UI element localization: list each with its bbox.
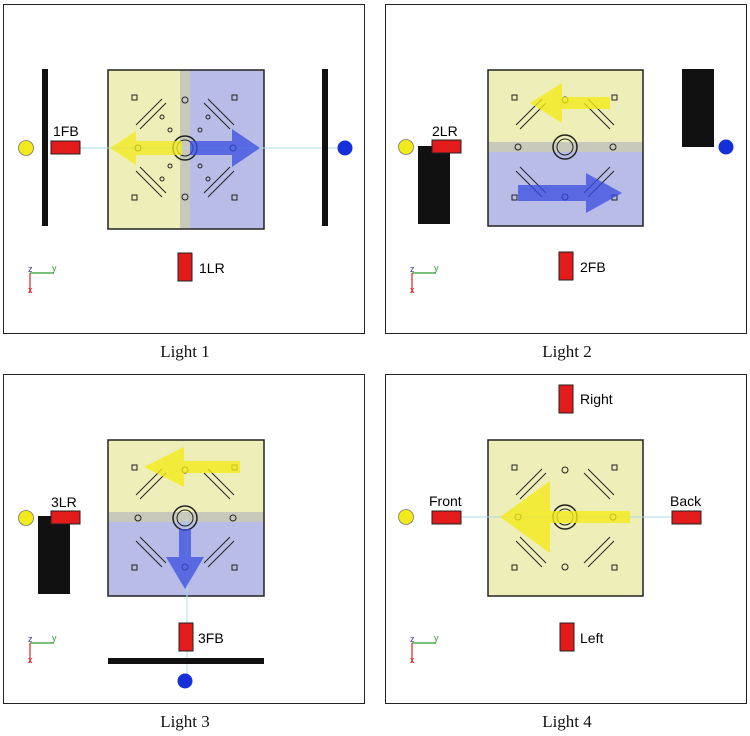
blue-arrow (166, 529, 204, 589)
platform (107, 439, 265, 597)
yellow-arrow (144, 447, 240, 487)
diagram-light-1: 1FB 1LR z y x (18, 69, 353, 295)
sensor-front (431, 510, 462, 525)
zone-overlap (488, 142, 643, 152)
sensor-2lr (431, 139, 462, 154)
panel-light-2: 2LR 2FB z y x (385, 4, 747, 334)
panel-light-4: Right Back Front Left z y x (385, 374, 747, 704)
caption-light-3: Light 3 (160, 712, 210, 731)
svg-text:x: x (28, 285, 33, 295)
sensor-1lr (177, 252, 193, 282)
zone-overlap (108, 512, 264, 522)
axis-triad: z y x (410, 633, 439, 665)
sensor-label-back: Back (670, 493, 702, 509)
svg-text:y: y (52, 633, 57, 643)
sensor-back (671, 510, 702, 525)
yellow-light (398, 509, 414, 525)
sensor-label-3lr: 3LR (51, 494, 77, 510)
sensor-label-1lr: 1LR (199, 260, 225, 276)
sensor-label-2lr: 2LR (432, 123, 458, 139)
sensor-label-left: Left (580, 630, 603, 646)
screen-right (322, 69, 328, 226)
blue-light (177, 673, 193, 689)
blue-light (337, 140, 353, 156)
diagram-light-2: 2LR 2FB z y x (398, 69, 734, 295)
blue-zone (488, 142, 643, 226)
sensor-label-3fb: 3FB (198, 630, 224, 646)
sensor-label-front: Front (429, 493, 462, 509)
sensor-3fb (178, 622, 194, 652)
panel-light-3: 3LR 3FB z y x (3, 374, 365, 704)
screen-left (42, 69, 48, 226)
yellow-light (18, 140, 34, 156)
sensor-3lr (50, 510, 81, 525)
sensor-2fb (558, 251, 574, 281)
screen-left (418, 146, 450, 224)
screen-left (38, 516, 70, 594)
platform (107, 69, 265, 230)
sensor-label-right: Right (580, 391, 613, 407)
svg-text:x: x (410, 285, 415, 295)
diagram-light-4: Right Back Front Left z y x (398, 384, 702, 665)
zone-overlap (180, 70, 190, 229)
sensor-label-2fb: 2FB (580, 259, 606, 275)
sensor-label-1fb: 1FB (53, 123, 79, 139)
diagram-light-3: 3LR 3FB z y x (18, 439, 265, 689)
yellow-light (18, 510, 34, 526)
axis-triad: z y x (28, 633, 57, 665)
screen-bottom (108, 658, 264, 664)
caption-light-4: Light 4 (542, 712, 592, 731)
caption-light-2: Light 2 (542, 342, 592, 361)
svg-text:x: x (28, 655, 33, 665)
platform (487, 69, 644, 227)
yellow-zone (108, 440, 264, 512)
svg-text:z: z (28, 634, 33, 644)
panel-light-1: 1FB 1LR z y x (3, 4, 365, 334)
svg-text:z: z (410, 264, 415, 274)
svg-text:y: y (52, 263, 57, 273)
blue-light (718, 139, 734, 155)
svg-text:z: z (28, 264, 33, 274)
axis-triad: z y x (410, 263, 439, 295)
sensor-1fb (50, 140, 81, 155)
sensor-left (559, 622, 575, 652)
blue-arrow (190, 129, 260, 167)
yellow-arrow (110, 131, 182, 165)
svg-text:y: y (434, 633, 439, 643)
yellow-arrow (500, 481, 630, 553)
svg-text:z: z (410, 634, 415, 644)
yellow-arrow (530, 83, 610, 123)
sensor-right (558, 384, 574, 414)
yellow-light (398, 139, 414, 155)
svg-text:x: x (410, 655, 415, 665)
screen-right (682, 69, 714, 147)
blue-arrow (518, 173, 622, 213)
axis-triad: z y x (28, 263, 57, 295)
svg-text:y: y (434, 263, 439, 273)
caption-light-1: Light 1 (160, 342, 210, 361)
